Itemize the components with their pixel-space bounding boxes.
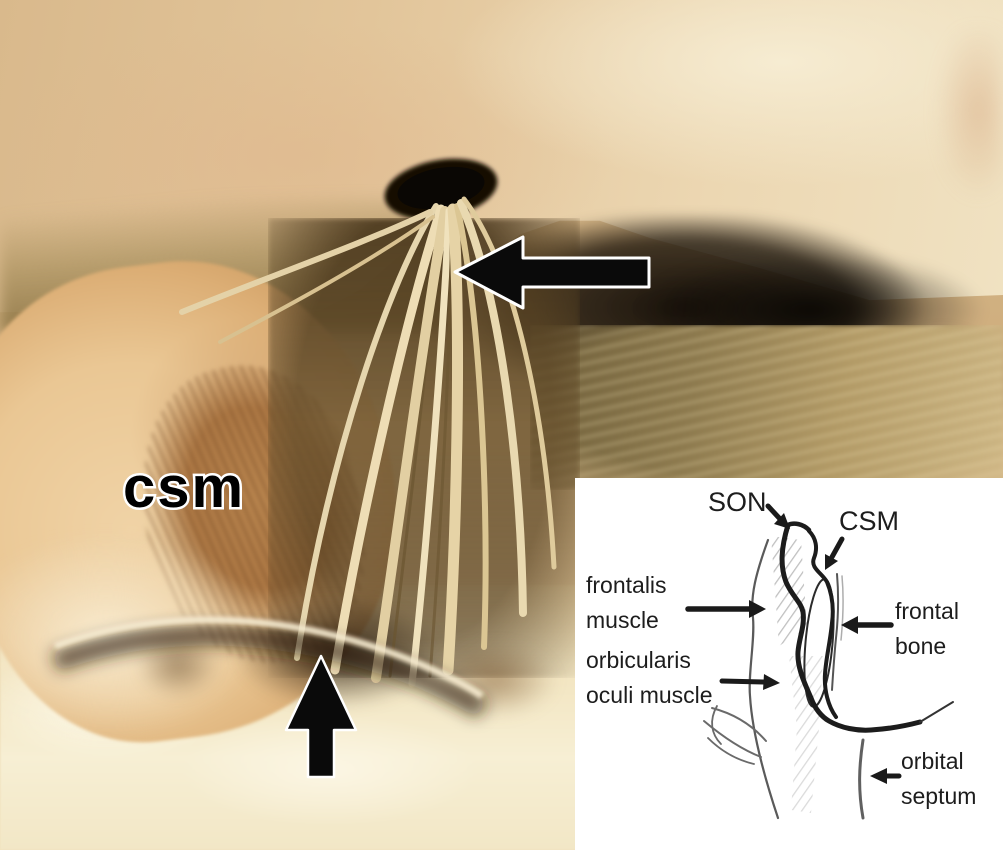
left-arrow xyxy=(453,235,651,310)
frontal-bone-arrow xyxy=(841,616,894,634)
frontalis-muscle-label-line1: frontalis xyxy=(586,572,667,598)
platform-edge-rim xyxy=(53,616,485,699)
inset-sketch xyxy=(685,503,954,820)
inset-label-arrows xyxy=(685,503,902,784)
orbicularis-arrow xyxy=(719,674,780,690)
frontalis-muscle-contour xyxy=(748,538,780,820)
orbital-septum-label: orbital septum xyxy=(901,744,976,814)
brow-curl-4 xyxy=(711,705,722,745)
frontalis-muscle-label: frontalis muscle xyxy=(586,568,667,638)
son-top-hook xyxy=(785,521,812,533)
orbital-septum-line xyxy=(858,738,865,820)
orbicularis-oculi-label: orbicularis oculi muscle xyxy=(586,643,713,713)
bottom-thin-extension xyxy=(919,701,954,723)
frontal-bone-label-line1: frontal xyxy=(895,598,959,624)
frontal-bone-label-line2: bone xyxy=(895,633,947,659)
orbital-septum-label-line1: orbital xyxy=(901,748,964,774)
frontal-bone-contour-2 xyxy=(840,575,844,641)
brow-curl-3 xyxy=(707,737,755,765)
frontalis-arrow xyxy=(685,600,766,618)
csm-arrow xyxy=(825,536,845,570)
orbital-septum-label-line2: septum xyxy=(901,783,977,809)
up-arrow xyxy=(284,654,358,779)
son-arrow xyxy=(765,503,790,529)
sketch-lines xyxy=(703,521,954,820)
orbicularis-oculi-label-line1: orbicularis xyxy=(586,647,691,673)
orbicularis-oculi-label-line2: oculi muscle xyxy=(586,682,713,708)
brow-curl-2 xyxy=(703,720,762,758)
inset-diagram: SON CSM frontalis muscle frontal bone or… xyxy=(575,478,1003,850)
son-nerve-line xyxy=(779,522,923,733)
sketch-shading xyxy=(771,536,823,813)
brow-curl-1 xyxy=(711,707,767,742)
frontal-bone-contour xyxy=(831,573,840,691)
frontal-bone-label: frontal bone xyxy=(895,594,959,664)
orbital-septum-arrow xyxy=(870,768,902,784)
csm-label: csm xyxy=(123,455,245,520)
nerve-fiber-fan xyxy=(179,196,557,688)
son-label: SON xyxy=(708,487,767,517)
frontalis-muscle-label-line2: muscle xyxy=(586,607,659,633)
platform-edge-shadow xyxy=(51,625,488,719)
csm-muscle-line xyxy=(807,529,838,719)
csm-inset-label: CSM xyxy=(839,506,899,536)
